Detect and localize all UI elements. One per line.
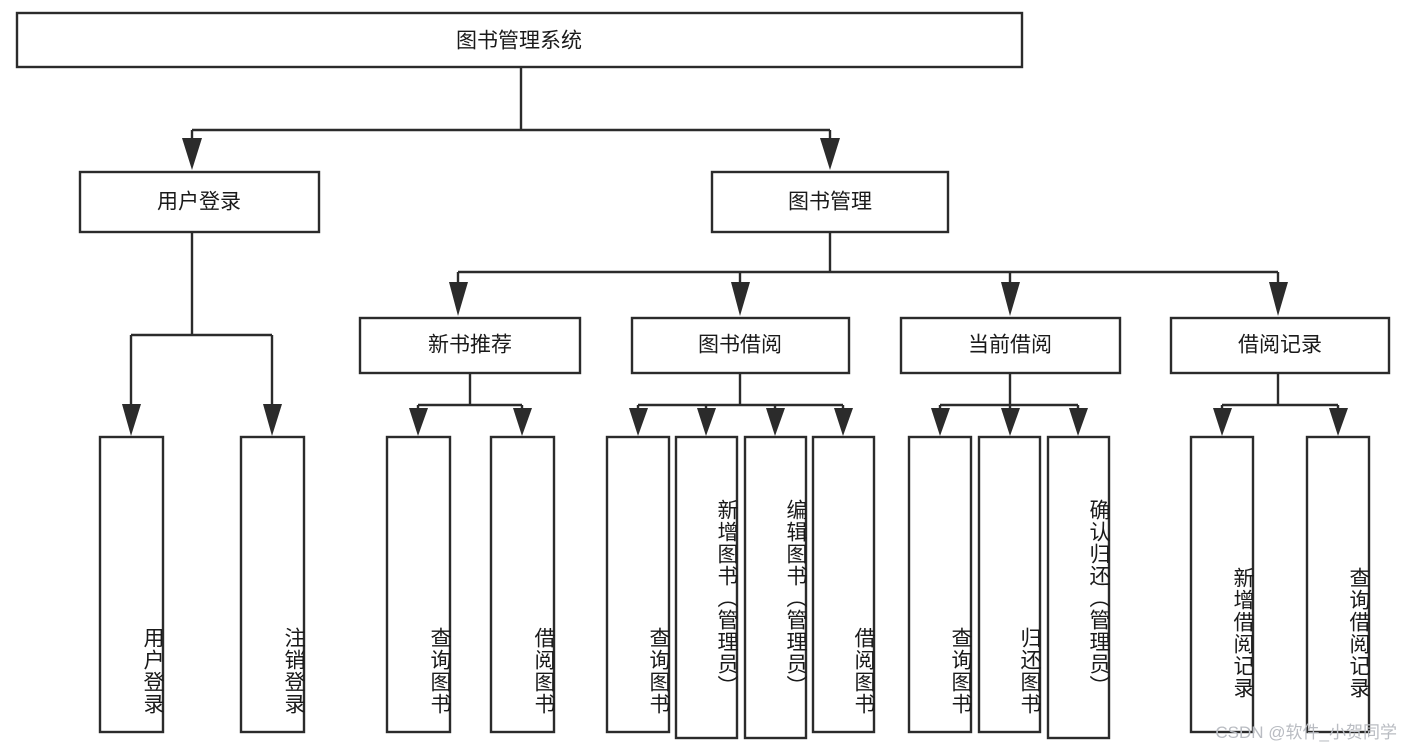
node-book-borrow-label: 图书借阅 <box>698 334 782 357</box>
node-new-book-recommend-box[interactable] <box>358 316 582 375</box>
arrow-bb-leaf-2 <box>697 408 716 436</box>
leaf-box-user-login[interactable] <box>98 435 165 734</box>
connector-group-user-login <box>122 232 282 436</box>
arrow-user-login-leaf-1 <box>122 404 141 436</box>
arrow-bm-to-borrow-record <box>1269 282 1288 316</box>
node-current-borrow[interactable]: 当前借阅 <box>899 316 1122 375</box>
arrow-br-leaf-2 <box>1329 408 1348 436</box>
arrow-nbr-leaf-2 <box>513 408 532 436</box>
leaf-box-confirm-return[interactable] <box>1046 435 1111 740</box>
node-root-box[interactable] <box>15 11 1024 69</box>
leaf-box-borrow-book-2[interactable] <box>811 435 876 734</box>
node-user-login-label: 用户登录 <box>157 191 241 214</box>
connector-group-current-borrow <box>931 373 1088 436</box>
arrow-bb-leaf-4 <box>834 408 853 436</box>
connector-group-borrow-record <box>1213 373 1348 436</box>
arrow-bb-leaf-1 <box>629 408 648 436</box>
csdn-watermark: CSDN @软件_小贺同学 <box>1215 723 1397 742</box>
arrow-bb-leaf-3 <box>766 408 785 436</box>
node-borrow-record[interactable]: 借阅记录 <box>1169 316 1391 375</box>
node-user-login-box[interactable] <box>78 170 321 234</box>
node-book-management[interactable]: 图书管理 <box>710 170 950 234</box>
node-book-management-label: 图书管理 <box>788 191 872 214</box>
arrow-bm-to-new-book-recommend <box>449 282 468 316</box>
connector-group-new-book-recommend <box>409 373 532 436</box>
arrow-cb-leaf-2 <box>1001 408 1020 436</box>
arrow-cb-leaf-1 <box>931 408 950 436</box>
node-new-book-recommend-label: 新书推荐 <box>428 334 512 357</box>
connector-group-book-management <box>449 232 1288 316</box>
arrow-cb-leaf-3 <box>1069 408 1088 436</box>
node-book-borrow-box[interactable] <box>630 316 851 375</box>
arrow-nbr-leaf-1 <box>409 408 428 436</box>
leaf-box-add-borrow-record[interactable] <box>1189 435 1255 734</box>
node-borrow-record-label: 借阅记录 <box>1238 334 1322 357</box>
arrow-bm-to-current-borrow <box>1001 282 1020 316</box>
node-book-management-box[interactable] <box>710 170 950 234</box>
node-user-login[interactable]: 用户登录 <box>78 170 321 234</box>
leaf-box-query-book-1[interactable] <box>385 435 452 734</box>
arrow-user-login-leaf-2 <box>263 404 282 436</box>
node-current-borrow-box[interactable] <box>899 316 1122 375</box>
node-borrow-record-box[interactable] <box>1169 316 1391 375</box>
node-root[interactable]: 图书管理系统 <box>15 11 1024 69</box>
leaf-box-query-book-2[interactable] <box>605 435 671 734</box>
arrow-root-to-user-login <box>182 138 202 170</box>
leaf-box-return-book[interactable] <box>977 435 1042 734</box>
arrow-br-leaf-1 <box>1213 408 1232 436</box>
leaf-box-query-book-3[interactable] <box>907 435 973 734</box>
leaf-box-borrow-book-1[interactable] <box>489 435 556 734</box>
node-current-borrow-label: 当前借阅 <box>968 334 1052 357</box>
leaf-box-logout-login[interactable] <box>239 435 306 734</box>
node-new-book-recommend[interactable]: 新书推荐 <box>358 316 582 375</box>
leaf-box-edit-book[interactable] <box>743 435 808 740</box>
leaf-box-add-book[interactable] <box>674 435 739 740</box>
connector-group-book-borrow <box>629 373 853 436</box>
leaf-box-query-borrow-record[interactable] <box>1305 435 1371 734</box>
node-root-label: 图书管理系统 <box>456 30 582 53</box>
node-book-borrow[interactable]: 图书借阅 <box>630 316 851 375</box>
connector-group-root <box>182 67 840 170</box>
arrow-bm-to-book-borrow <box>731 282 750 316</box>
arrow-root-to-book-management <box>820 138 840 170</box>
